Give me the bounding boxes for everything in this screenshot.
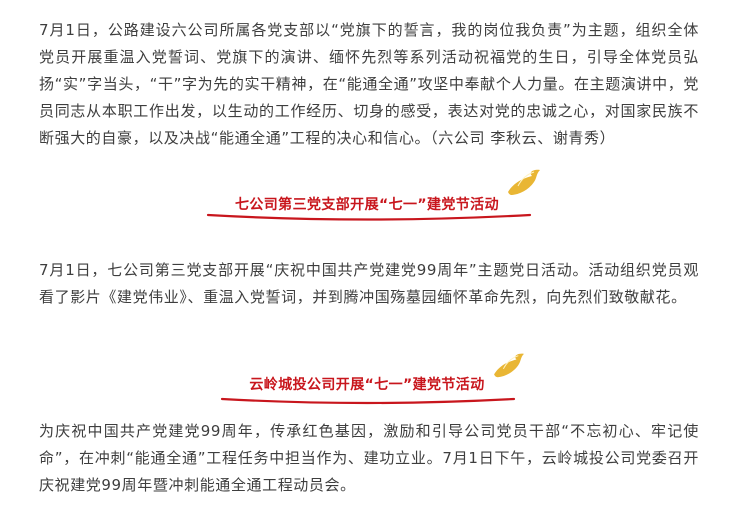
section-heading-2-text: 云岭城投公司开展“七一”建党节活动 [249, 377, 485, 393]
gold-dove-icon [508, 169, 540, 195]
section-heading-2: 云岭城投公司开展“七一”建党节活动 [0, 352, 734, 408]
heading-underline [206, 213, 532, 221]
section-heading-1: 七公司第三党支部开展“七一”建党节活动 [0, 168, 734, 224]
gold-dove-icon [494, 353, 524, 378]
section-heading-1-text: 七公司第三党支部开展“七一”建党节活动 [234, 197, 499, 213]
article-paragraph-2: 7月1日，七公司第三党支部开展“庆祝中国共产党建党99周年”主题党日活动。活动组… [39, 261, 699, 306]
article-paragraph-3: 为庆祝中国共产党建党99周年，传承红色基因，激励和引导公司党员干部“不忘初心、牢… [39, 422, 699, 494]
article-paragraph-1: 7月1日，公路建设六公司所属各党支部以“党旗下的誓言，我的岗位我负责”为主题，组… [39, 21, 699, 147]
heading-underline [220, 397, 516, 405]
